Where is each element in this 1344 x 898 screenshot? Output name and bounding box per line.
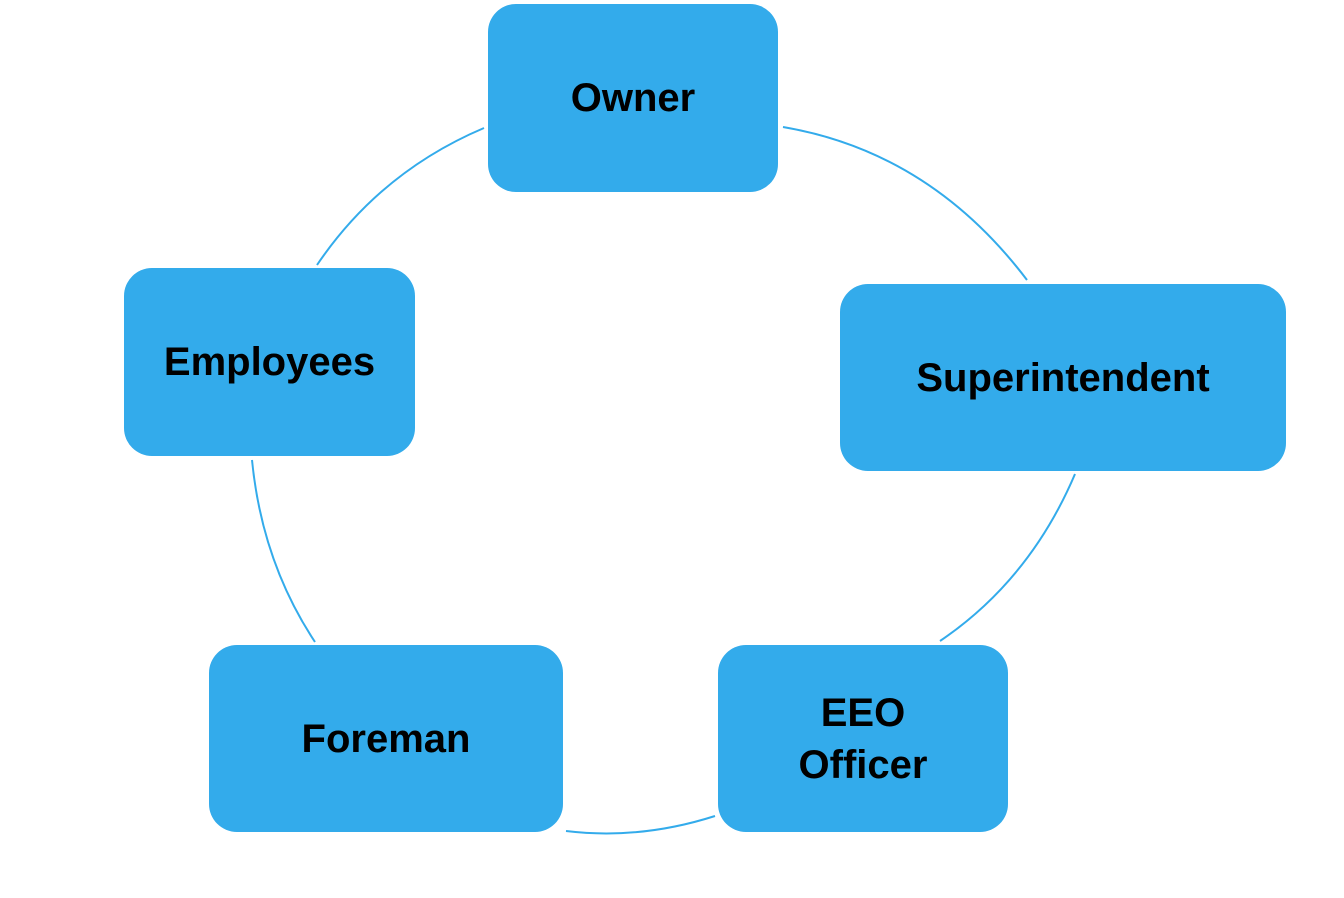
node-label: EEO Officer: [798, 690, 928, 787]
connector-superintendent-eeo: [939, 473, 1076, 642]
node-label: Employees: [163, 340, 376, 384]
node-label: Superintendent: [916, 355, 1210, 400]
node-superintendent: Superintendent: [840, 284, 1286, 471]
connector-owner-superintendent: [782, 126, 1028, 281]
node-owner: Owner: [488, 4, 778, 192]
connector-eeo-foreman: [565, 815, 716, 835]
connector-employees-owner: [316, 127, 485, 266]
node-employees: Employees: [124, 268, 415, 456]
node-foreman: Foreman: [209, 645, 563, 832]
node-label: Foreman: [301, 716, 471, 761]
connector-foreman-employees: [251, 459, 316, 643]
node-label: Owner: [570, 76, 696, 120]
node-eeo-officer: EEO Officer: [718, 645, 1008, 832]
